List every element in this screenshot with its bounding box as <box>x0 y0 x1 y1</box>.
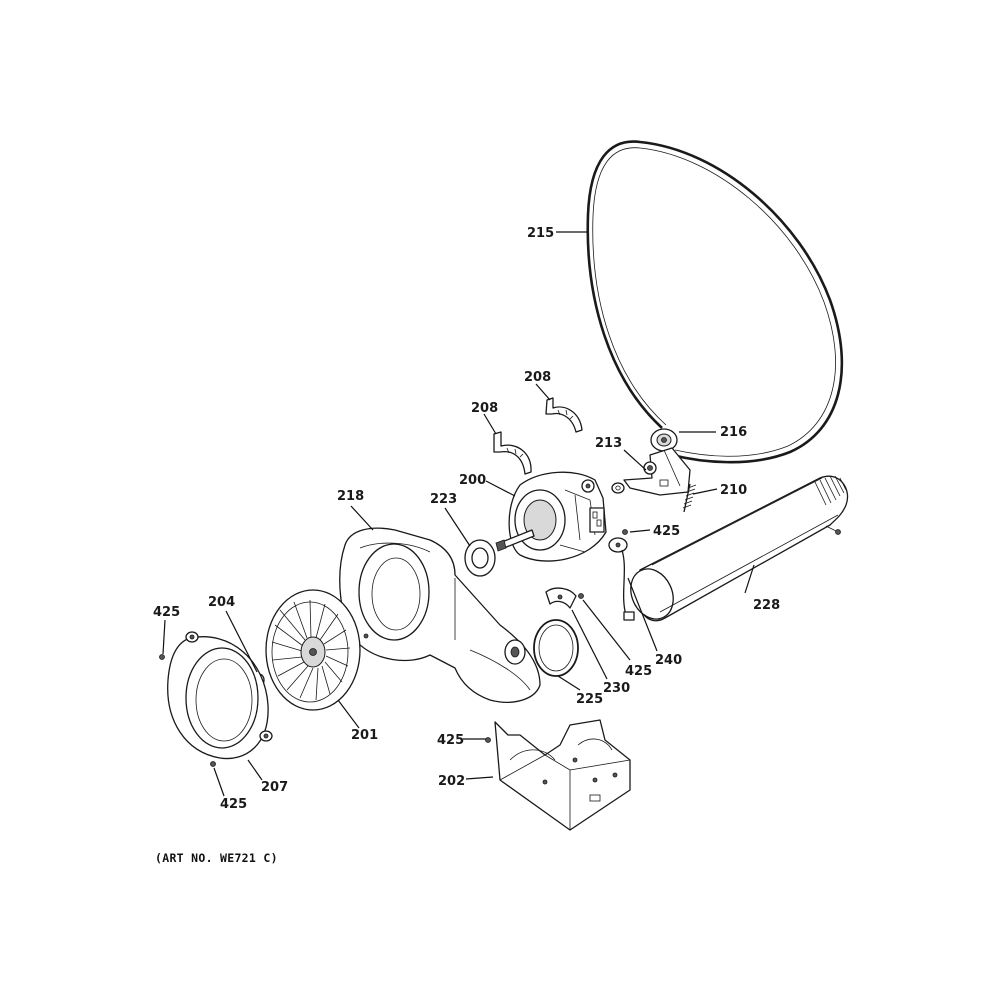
motor-mount-base-part <box>494 719 631 831</box>
drive-motor-part <box>495 471 607 562</box>
idler-spring-part <box>682 483 697 513</box>
callout-425-thermistor: 425 <box>653 524 680 539</box>
drive-belt-part <box>586 140 844 464</box>
idler-arm-part <box>623 447 691 496</box>
callout-218: 218 <box>337 489 364 504</box>
callout-425-bracket: 425 <box>625 664 652 679</box>
screw-part <box>159 529 628 767</box>
callout-223: 223 <box>430 492 457 507</box>
callout-200: 200 <box>459 473 486 488</box>
motor-clamp-upper-part <box>545 397 583 433</box>
blower-cover-part <box>167 631 273 760</box>
blower-housing-part <box>339 527 541 703</box>
callout-216: 216 <box>720 425 747 440</box>
callout-228: 228 <box>753 598 780 613</box>
leader-lines <box>162 231 755 797</box>
idler-pulley-part <box>650 428 678 452</box>
motor-clamp-lower-part <box>493 431 532 475</box>
heater-duct-part <box>630 475 849 622</box>
callout-425-cover-bottom: 425 <box>220 797 247 812</box>
callout-213: 213 <box>595 436 622 451</box>
callout-230: 230 <box>603 681 630 696</box>
callout-208-upper: 208 <box>524 370 551 385</box>
thermistor-part <box>608 537 635 621</box>
callout-labels: 215 208 208 216 213 210 200 223 218 425 … <box>153 226 780 812</box>
callout-215: 215 <box>527 226 554 241</box>
motor-bracket-part <box>545 587 577 609</box>
callout-240: 240 <box>655 653 682 668</box>
callout-425-cover-top: 425 <box>153 605 180 620</box>
motor-bearing-ring-part <box>464 539 496 577</box>
callout-204: 204 <box>208 595 235 610</box>
blower-wheel-part <box>265 589 361 711</box>
callout-202: 202 <box>438 774 465 789</box>
seal-ring-part <box>533 619 579 677</box>
callout-425-base: 425 <box>437 733 464 748</box>
callout-201: 201 <box>351 728 378 743</box>
washer-part <box>611 482 625 494</box>
callout-207: 207 <box>261 780 288 795</box>
art-number-note: (ART NO. WE721 C) <box>155 851 278 865</box>
callout-225: 225 <box>576 692 603 707</box>
callout-208-lower: 208 <box>471 401 498 416</box>
callout-210: 210 <box>720 483 747 498</box>
